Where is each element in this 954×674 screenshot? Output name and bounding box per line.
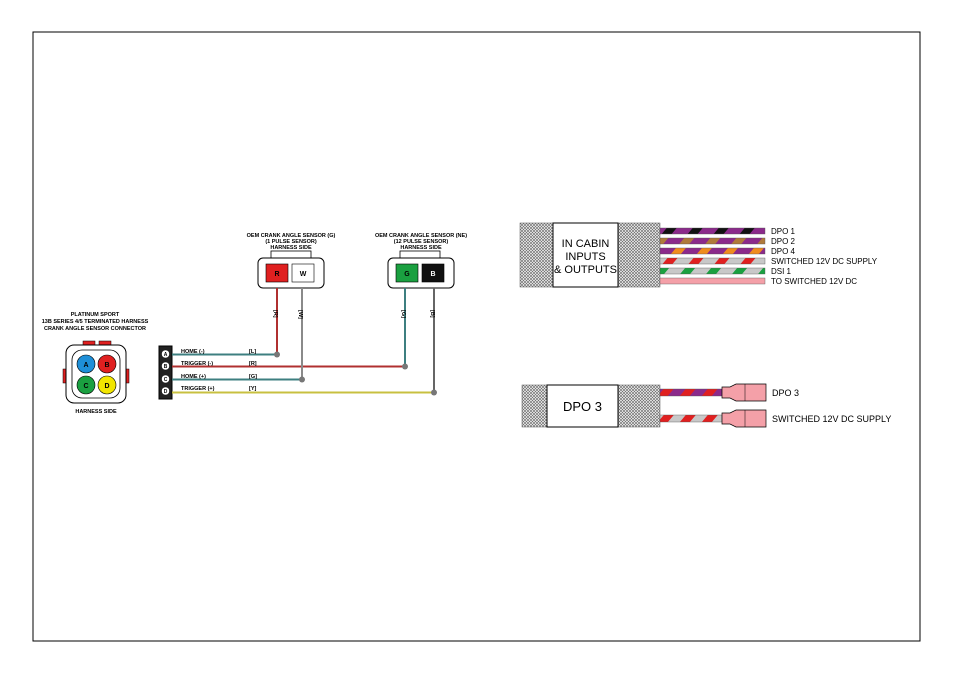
terminal-dpo3-switched <box>721 409 767 428</box>
sensor-g: OEM CRANK ANGLE SENSOR (G) (1 PULSE SENS… <box>247 233 336 383</box>
in-cabin-sleeve-left <box>519 222 557 288</box>
sensor-g-title-2: (1 PULSE SENSOR) <box>265 239 317 245</box>
terminal-block-body <box>158 345 173 400</box>
in-cabin-harness: IN CABIN INPUTS & OUTPUTS DPO 1 DPO 2 DP… <box>519 222 878 288</box>
sensor-ne-pin-b-label: B <box>430 271 435 278</box>
label-switched-supply: SWITCHED 12V DC SUPPLY <box>771 257 878 266</box>
sensor-ne-pin-b <box>421 263 445 283</box>
label-dpo3: DPO 3 <box>772 388 799 398</box>
junction <box>431 389 437 396</box>
page-border <box>32 31 921 642</box>
signal-trigger-neg: TRIGGER (-) <box>181 361 213 367</box>
sensor-g-pin-w-label: W <box>300 271 307 278</box>
terminal-b-label: B <box>164 364 168 370</box>
wire-code-g: [G] <box>249 374 257 380</box>
sensor-ne-title-2: (12 PULSE SENSOR) <box>394 239 449 245</box>
sensor-ne-title-1: OEM CRANK ANGLE SENSOR (NE) <box>375 233 467 239</box>
dpo3-sleeve-left <box>521 384 549 428</box>
wire-dsi1 <box>659 267 766 275</box>
in-cabin-title-2: INPUTS <box>565 251 605 263</box>
sensor-ne-wire-g: [G] <box>400 310 406 318</box>
pin-c <box>76 375 96 395</box>
in-cabin-box <box>552 222 619 288</box>
harness-title-1: PLATINUM SPORT <box>71 312 120 318</box>
sensor-ne-pin-g-label: G <box>404 271 410 278</box>
dpo3-title: DPO 3 <box>563 399 602 414</box>
in-cabin-sleeve-right <box>616 222 661 288</box>
sensor-ne-pin-g <box>395 263 419 283</box>
terminal-d-label: D <box>164 389 168 395</box>
junction <box>299 376 305 383</box>
in-cabin-title-3: & OUTPUTS <box>554 264 617 276</box>
terminal-d <box>161 386 170 396</box>
pin-d <box>97 375 117 395</box>
terminal-block: A B C D HOME (-) TRIGGER (-) HOME (+) TR… <box>158 345 434 400</box>
sensor-g-pin-w <box>291 263 315 283</box>
label-dpo3-switched: SWITCHED 12V DC SUPPLY <box>772 414 891 424</box>
pin-c-label: C <box>83 383 88 390</box>
label-dpo1: DPO 1 <box>771 227 796 236</box>
wire-code-r: [R] <box>249 361 257 367</box>
connector-latch <box>82 340 96 346</box>
wire-dpo1 <box>659 227 766 235</box>
pin-b-label: B <box>104 362 109 369</box>
sensor-g-title-1: OEM CRANK ANGLE SENSOR (G) <box>247 233 336 239</box>
wire-dpo4 <box>659 247 766 255</box>
pin-a-label: A <box>83 362 88 369</box>
terminal-a <box>161 349 170 359</box>
label-dpo2: DPO 2 <box>771 237 796 246</box>
sensor-ne-wire-b: [B] <box>429 310 435 318</box>
sensor-g-title-3: HARNESS SIDE <box>270 245 312 251</box>
wire-code-y: [Y] <box>249 386 257 392</box>
label-to-switched: TO SWITCHED 12V DC <box>771 277 857 286</box>
pin-a <box>76 354 96 374</box>
dpo3-sleeve-right <box>616 384 661 428</box>
pin-d-label: D <box>104 383 109 390</box>
wire-switched-supply <box>659 257 766 265</box>
pin-b <box>97 354 117 374</box>
terminal-c <box>161 374 170 384</box>
harness-side-label: HARNESS SIDE <box>75 409 117 415</box>
signal-home-pos: HOME (+) <box>181 374 206 380</box>
dpo3-box <box>546 384 619 428</box>
terminal-c-label: C <box>164 377 168 383</box>
harness-connector: PLATINUM SPORT 13B SERIES 4/5 TERMINATED… <box>42 312 149 415</box>
junction <box>402 363 408 370</box>
wire-code-l: [L] <box>249 349 256 355</box>
label-dsi1: DSI 1 <box>771 267 792 276</box>
sensor-g-wire-r: [R] <box>272 310 278 318</box>
terminal-b <box>161 361 170 371</box>
sensor-g-wire-w: [W] <box>297 310 303 319</box>
wire-to-switched <box>659 277 766 285</box>
sensor-g-pin-r-label: R <box>274 271 279 278</box>
wire-dpo2 <box>659 237 766 245</box>
in-cabin-title-1: IN CABIN <box>562 238 610 250</box>
label-dpo4: DPO 4 <box>771 247 796 256</box>
harness-title-3: CRANK ANGLE SENSOR CONNECTOR <box>44 326 146 332</box>
sensor-ne: OEM CRANK ANGLE SENSOR (NE) (12 PULSE SE… <box>375 233 467 396</box>
wire-dpo3-switched <box>659 414 723 423</box>
harness-title-2: 13B SERIES 4/5 TERMINATED HARNESS <box>42 319 149 325</box>
wire-dpo3 <box>659 388 723 397</box>
sensor-ne-title-3: HARNESS SIDE <box>400 245 442 251</box>
terminal-dpo3 <box>721 383 767 402</box>
connector-latch <box>98 340 112 346</box>
junction <box>274 351 280 358</box>
signal-home-neg: HOME (-) <box>181 349 205 355</box>
signal-trigger-pos: TRIGGER (+) <box>181 386 215 392</box>
dpo3-harness: DPO 3 DPO 3 SWITCHED 12V DC SUPPLY <box>521 383 891 428</box>
terminal-a-label: A <box>164 352 168 358</box>
sensor-g-pin-r <box>265 263 289 283</box>
